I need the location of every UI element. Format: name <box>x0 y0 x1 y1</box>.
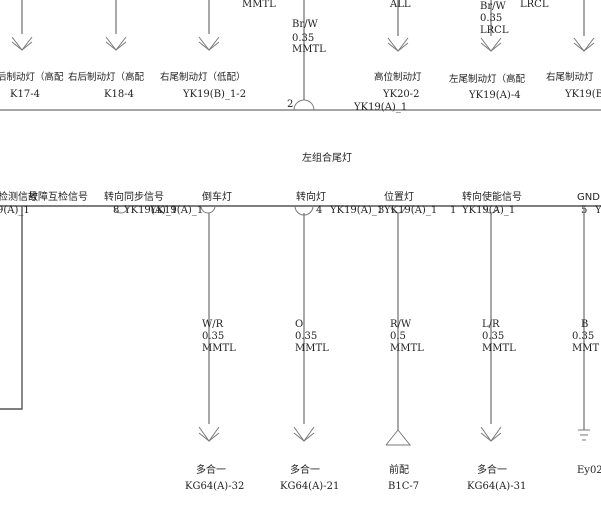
wire2-material: MMTL <box>295 343 329 354</box>
right-wire-gauge: 0.35 <box>480 13 502 24</box>
top-connector-2 <box>105 36 127 51</box>
pin-conn-7: YK19(A)_1 <box>461 205 515 216</box>
lrcl-label: LRCL <box>520 0 549 10</box>
component-title: 左组合尾灯 <box>302 151 352 164</box>
wire4-gauge: 0.35 <box>482 331 504 342</box>
pin-conn-8: Y <box>594 205 601 216</box>
load-name-6: 右尾制动灯 <box>546 71 594 83</box>
component-left-box <box>0 206 23 410</box>
junction-pin <box>293 99 315 111</box>
wire5-gauge: 0.35 <box>572 331 594 342</box>
signal-label-3: 转向同步信号 <box>104 190 164 203</box>
connector-symbol-1 <box>198 426 220 442</box>
signal-label-7: 转向使能信号 <box>462 190 522 203</box>
dest-name-1: 多合一 <box>196 463 226 476</box>
signal-label-5: 转向灯 <box>296 190 326 203</box>
signal-label-6: 位置灯 <box>384 190 414 203</box>
pin-conn-5: YK19(A)_1 <box>329 205 383 216</box>
wire4-material: MMTL <box>482 343 516 354</box>
pin-num-7: 1 <box>450 205 456 216</box>
center-wire-color: Br/W <box>292 19 318 30</box>
connector-symbol-3 <box>385 429 412 446</box>
top-connector-4 <box>387 37 409 52</box>
wire3-material: MMTL <box>390 343 424 354</box>
dest-name-2: 多合一 <box>290 463 320 476</box>
top-connector-6 <box>573 37 595 52</box>
wire1-color: W/R <box>202 319 224 330</box>
load-code-4: YK20-2 <box>382 89 420 100</box>
wire5-color: B <box>581 319 588 330</box>
load-code-1: K17-4 <box>10 89 40 100</box>
right-wire-material: LRCL <box>480 25 509 36</box>
pin-conn-4: YK19(A)_1 <box>149 205 203 216</box>
load-code-3: YK19(B)_1-2 <box>182 89 246 100</box>
wire2-gauge: 0.35 <box>295 331 317 342</box>
load-code-6: YK19(B <box>564 89 601 100</box>
signal-label-2: 故障互检信号 <box>28 190 88 203</box>
pin-terminal-2 <box>200 205 216 214</box>
pin-num-5: 4 <box>316 205 322 216</box>
load-code-2: K18-4 <box>104 89 134 100</box>
load-name-3: 右尾制动灯（低配） <box>160 71 246 83</box>
wire4-color: L/R <box>482 319 500 330</box>
wire1-material: MMTL <box>202 343 236 354</box>
top-connector-5 <box>480 37 502 52</box>
junction-connector: YK19(A)_1 <box>353 102 407 113</box>
signal-label-4: 倒车灯 <box>202 190 232 203</box>
connector-symbol-2 <box>293 426 315 442</box>
center-wire-material: MMTL <box>292 44 326 55</box>
load-name-1: 后制动灯（高配 <box>0 71 64 83</box>
right-wire-color: Br/W <box>480 1 506 12</box>
dest-code-3: B1C-7 <box>388 481 419 492</box>
load-name-5: 左尾制动灯（高配 <box>449 73 526 85</box>
load-name-4: 高位制动灯 <box>374 71 422 83</box>
dest-name-4: 多合一 <box>477 463 507 476</box>
pin-conn-2: YK19(A)_1 <box>123 205 177 216</box>
pin-num-6: 3 <box>378 205 384 216</box>
top-wire-mmtl-label: MMTL <box>242 0 276 10</box>
dest-code-1: KG64(A)-32 <box>185 481 244 492</box>
all-label: ALL <box>389 0 411 10</box>
dest-code-2: KG64(A)-21 <box>280 481 339 492</box>
pin-conn-1: 9(A)_1 <box>0 205 30 216</box>
pin-num-2: 8 <box>113 205 119 216</box>
pin-conn-6: YK19(A)_1 <box>383 205 437 216</box>
center-wire-gauge: 0.35 <box>292 33 314 44</box>
load-name-2: 右后制动灯（高配 <box>68 71 145 83</box>
wire1-gauge: 0.35 <box>202 331 224 342</box>
top-connector-3 <box>198 36 220 51</box>
wire3-gauge: 0.5 <box>390 331 406 342</box>
dest-code-5: Ey02 <box>577 465 601 476</box>
dest-code-4: KG64(A)-31 <box>467 481 526 492</box>
signal-label-1: 检测信号 <box>0 190 38 203</box>
wire5-material: MMT <box>572 343 599 354</box>
top-connector-1 <box>11 36 33 51</box>
dest-name-3: 前配 <box>389 463 409 476</box>
ground-icon <box>578 429 590 441</box>
pin-terminal-1 <box>113 205 129 214</box>
wire3-color: R/W <box>390 319 412 330</box>
load-code-5: YK19(A)-4 <box>468 90 521 101</box>
connector-symbol-4 <box>480 426 502 442</box>
signal-label-8: GND <box>577 192 600 203</box>
junction-pin-number: 2 <box>287 99 293 110</box>
wire2-color: O <box>295 319 303 330</box>
